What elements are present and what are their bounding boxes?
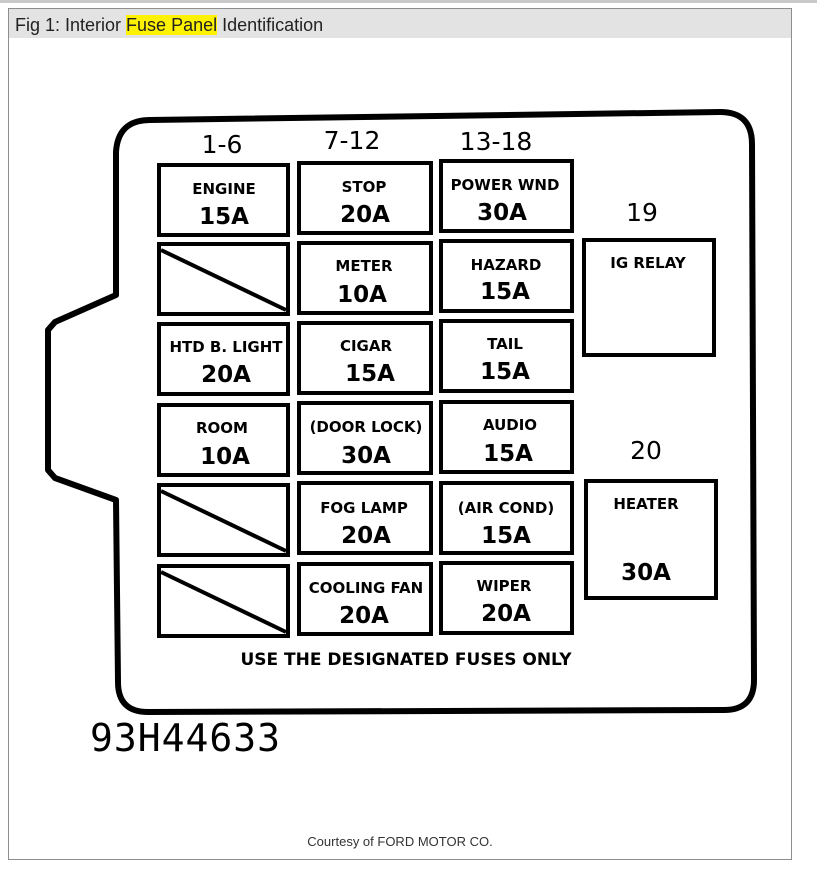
fuse-column-13-18: POWER WND 30A HAZARD 15A TAIL 15A AUDIO …	[439, 159, 574, 635]
warning-text: USE THE DESIGNATED FUSES ONLY	[240, 650, 572, 670]
fuse-rating: 15A	[480, 279, 530, 305]
fuse-label: (DOOR LOCK)	[310, 418, 423, 436]
relay-rating: 30A	[621, 560, 671, 586]
fuse-label: FOG LAMP	[320, 499, 408, 517]
fuse-label: METER	[335, 257, 393, 275]
fuse-17: (AIR COND) 15A	[439, 481, 574, 555]
fuse-11: FOG LAMP 20A	[297, 481, 433, 555]
fuse-rating: 20A	[339, 603, 389, 629]
blank-slot-slash	[160, 570, 287, 634]
fuse-3: HTD B. LIGHT 20A	[157, 322, 290, 396]
fuse-rating: 30A	[341, 443, 391, 469]
fuse-rating: 20A	[201, 362, 251, 388]
fuse-rating: 20A	[340, 202, 390, 228]
relay-19: IG RELAY	[582, 238, 716, 357]
caption-prefix: Fig 1: Interior	[15, 15, 127, 35]
fuse-2-blank	[157, 242, 290, 316]
blank-slot-slash	[160, 248, 287, 312]
top-rule	[0, 0, 817, 3]
fuse-label: ROOM	[196, 419, 248, 437]
fuse-label: POWER WND	[451, 176, 560, 194]
fuse-rating: 15A	[199, 204, 249, 230]
fuse-label: CIGAR	[340, 337, 393, 355]
fuse-label: WIPER	[477, 577, 532, 595]
relay-number-19: 19	[626, 198, 658, 227]
relay-number-20: 20	[630, 436, 662, 465]
fuse-12: COOLING FAN 20A	[297, 562, 433, 636]
column-header-1-6: 1-6	[202, 130, 243, 159]
fuse-7: STOP 20A	[297, 161, 433, 235]
caption-suffix: Identification	[217, 15, 324, 35]
part-number: 93H44633	[90, 716, 282, 760]
fuse-label: TAIL	[487, 335, 523, 353]
fuse-15: TAIL 15A	[439, 319, 574, 393]
caption-highlight: Fuse Panel	[126, 15, 218, 35]
fuse-panel-outline	[45, 109, 757, 715]
fuse-label: STOP	[342, 178, 387, 196]
fuse-label: ENGINE	[192, 180, 256, 198]
fuse-rating: 15A	[481, 523, 531, 549]
fuse-10: (DOOR LOCK) 30A	[297, 401, 433, 475]
fuse-rating: 10A	[200, 444, 250, 470]
fuse-rating: 30A	[477, 200, 527, 226]
figure-frame	[8, 8, 792, 860]
fuse-label: AUDIO	[483, 416, 537, 434]
relay-label: HEATER	[613, 495, 679, 513]
column-header-13-18: 13-18	[460, 127, 533, 156]
fuse-5-blank	[157, 483, 290, 557]
fuse-label: HAZARD	[471, 256, 542, 274]
fuse-rating: 15A	[483, 441, 533, 467]
fuse-column-7-12: STOP 20A METER 10A CIGAR 15A (DOOR LOCK)…	[297, 161, 433, 636]
fuse-label: (AIR COND)	[458, 499, 554, 517]
fuse-rating: 15A	[480, 359, 530, 385]
fuse-14: HAZARD 15A	[439, 239, 574, 313]
relay-20: HEATER 30A	[584, 479, 718, 600]
relay-label: IG RELAY	[610, 254, 687, 272]
fuse-rating: 10A	[337, 282, 387, 308]
column-header-7-12: 7-12	[324, 126, 381, 155]
fuse-8: METER 10A	[297, 241, 433, 315]
fuse-1: ENGINE 15A	[157, 163, 290, 237]
courtesy-credit: Courtesy of FORD MOTOR CO.	[307, 834, 493, 849]
fuse-label: COOLING FAN	[309, 579, 423, 597]
fuse-4: ROOM 10A	[157, 403, 290, 477]
fuse-column-1-6: ENGINE 15A HTD B. LIGHT 20A ROOM 10A	[157, 163, 290, 638]
fuse-rating: 20A	[481, 601, 531, 627]
blank-slot-slash	[160, 489, 287, 553]
fuse-13: POWER WND 30A	[439, 159, 574, 233]
fuse-rating: 15A	[345, 361, 395, 387]
fuse-18: WIPER 20A	[439, 561, 574, 635]
fuse-rating: 20A	[341, 523, 391, 549]
figure-caption: Fig 1: Interior Fuse Panel Identificatio…	[15, 15, 323, 36]
fuse-6-blank	[157, 564, 290, 638]
fuse-label: HTD B. LIGHT	[169, 338, 283, 356]
fuse-16: AUDIO 15A	[439, 400, 574, 474]
fuse-9: CIGAR 15A	[297, 321, 433, 395]
